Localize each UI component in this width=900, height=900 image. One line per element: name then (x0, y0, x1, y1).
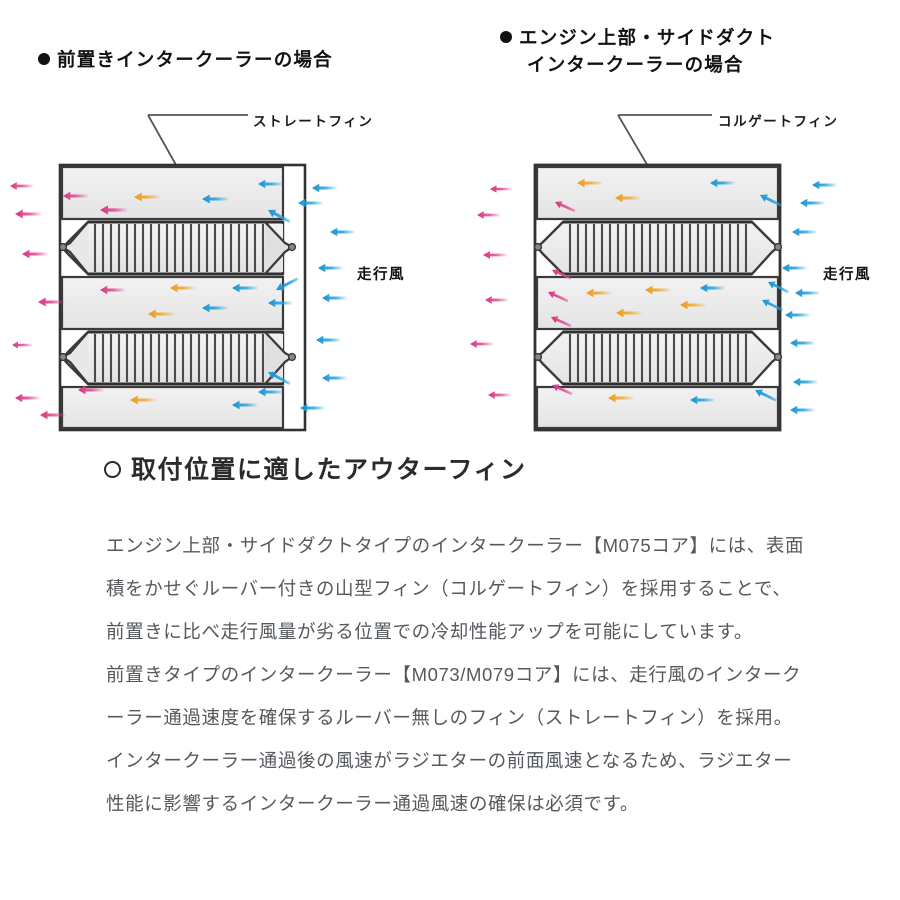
wind-label-left: 走行風 (357, 267, 405, 283)
left-core-rows (58, 165, 297, 430)
left-blue-arrows (202, 179, 355, 413)
left-blue-diagonal-arrows (266, 206, 300, 388)
left-finned-tube-1 (58, 220, 297, 276)
diagram-left-group (10, 114, 355, 432)
callout-leader-left (147, 114, 248, 191)
left-outer-frame (58, 163, 307, 432)
body-paragraph-1: エンジン上部・サイドダクトタイプのインタークーラー【M075コア】には、表面積を… (106, 535, 805, 642)
left-orange-arrows (130, 192, 196, 405)
right-core-rows (533, 165, 783, 430)
right-air-passage-3 (535, 385, 780, 430)
right-blue-arrows (690, 178, 837, 415)
body-paragraph-2: 前置きタイプのインタークーラー【M073/M079コア】には、走行風のインターク… (106, 664, 802, 814)
right-pink-arrows (470, 185, 512, 399)
wind-label-right: 走行風 (823, 267, 871, 283)
diagram-right-group (470, 114, 837, 432)
right-fins-1 (568, 224, 748, 272)
callout-leader-right (617, 114, 712, 191)
diagram-heading-right: エンジン上部・サイドダクトインタークーラーの場合 (500, 25, 775, 79)
left-air-passage-2 (60, 275, 285, 331)
right-pink-diagonal-arrows (546, 198, 577, 398)
left-finned-tube-2 (58, 330, 297, 386)
diagram-heading-right-line2: インタークーラーの場合 (527, 53, 744, 75)
right-orange-arrows (577, 178, 706, 403)
diagram-heading-right-line1: エンジン上部・サイドダクト (519, 27, 776, 48)
section-heading: 取付位置に適したアウターフィン (104, 450, 527, 486)
right-finned-tube-1 (533, 220, 783, 276)
diagram-heading-left: 前置きインタークーラーの場合 (38, 47, 333, 74)
right-air-passage-1 (535, 165, 780, 221)
left-fins-1 (93, 224, 265, 272)
diagram-heading-left-text: 前置きインタークーラーの場合 (57, 49, 333, 70)
callout-label-corrugate-fin: コルゲートフィン (718, 114, 839, 129)
right-blue-diagonal-arrows (753, 191, 791, 405)
left-air-passage-3 (60, 385, 285, 430)
callout-label-straight-fin: ストレートフィン (253, 114, 374, 129)
filled-circle-bullet-icon (500, 31, 512, 43)
section-heading-text: 取付位置に適したアウターフィン (131, 456, 527, 484)
left-fins-2 (93, 334, 265, 382)
right-air-passage-2 (535, 275, 780, 331)
body-copy: エンジン上部・サイドダクトタイプのインタークーラー【M075コア】には、表面積を… (106, 524, 806, 825)
outline-circle-bullet-icon (104, 461, 121, 478)
right-outer-frame (533, 163, 782, 432)
right-fins-2 (568, 334, 748, 382)
left-pink-arrows (10, 182, 128, 420)
filled-circle-bullet-icon (38, 53, 50, 65)
right-finned-tube-2 (533, 330, 783, 386)
left-air-passage-1 (60, 165, 285, 221)
